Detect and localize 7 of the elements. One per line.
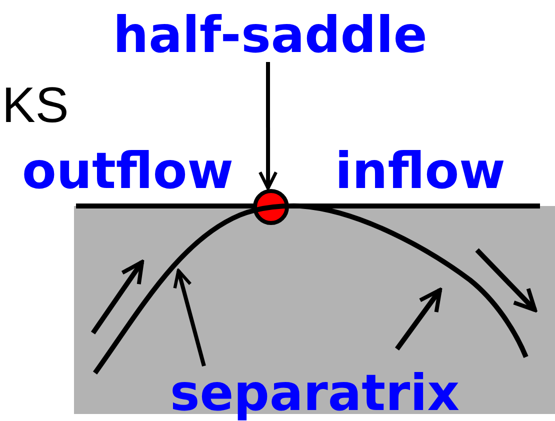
outflow-label: outflow xyxy=(22,146,234,196)
point-label: half-saddle xyxy=(113,10,428,60)
leader-arrow xyxy=(258,62,278,190)
curve-label: separatrix xyxy=(170,368,460,418)
leader-arrow xyxy=(173,269,206,367)
heading-text: KS xyxy=(2,80,69,130)
inflow-label: inflow xyxy=(335,146,506,196)
